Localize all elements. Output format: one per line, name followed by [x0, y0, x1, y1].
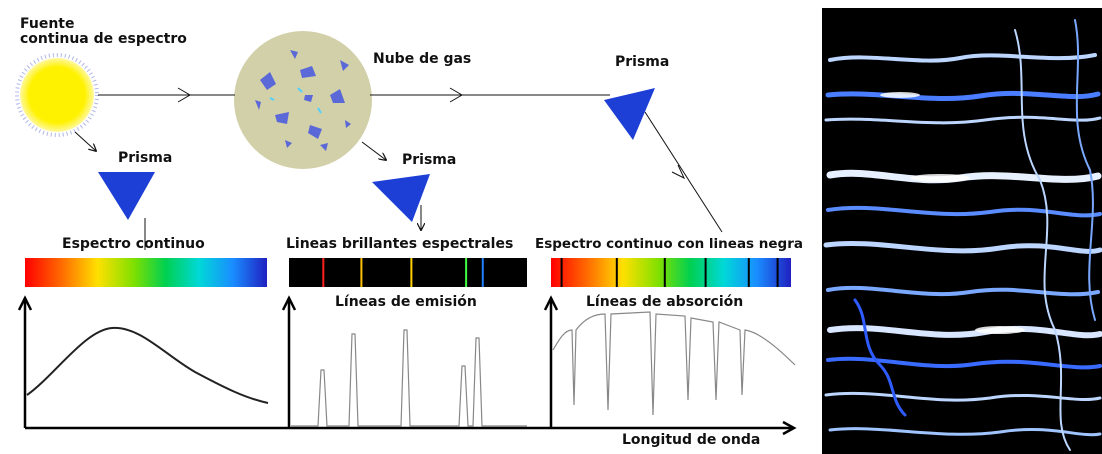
- prism-label-left: Prisma: [118, 150, 173, 166]
- prism-label-right: Prisma: [615, 54, 670, 70]
- absorption-line: [615, 258, 618, 287]
- absorption-line: [663, 258, 666, 287]
- prism-right-icon: [604, 88, 655, 140]
- x-axis-label: Longitud de onda: [622, 432, 761, 448]
- absorption-spectrum-label: Espectro continuo con lineas negra: [535, 237, 803, 252]
- absorption-line: [776, 258, 779, 287]
- source-label-line2: continua de espectro: [20, 31, 187, 47]
- emission-spectrum-strip: [289, 258, 527, 287]
- absorption-line: [560, 258, 563, 287]
- gas-cloud-label: Nube de gas: [373, 51, 472, 67]
- absorption-line: [704, 258, 707, 287]
- prism-middle-icon: [372, 174, 430, 222]
- emission-line: [322, 258, 325, 287]
- continuous-spectrum-strip: [25, 258, 267, 287]
- emission-lines-label: Líneas de emisión: [335, 294, 477, 310]
- emission-line: [465, 258, 468, 287]
- sun-icon: [15, 53, 99, 137]
- light-trails-photo: [822, 8, 1102, 454]
- prism-label-middle: Prisma: [402, 152, 457, 168]
- source-label-line1: Fuente: [20, 16, 75, 32]
- emission-spectrum-label: Lineas brillantes espectrales: [286, 236, 514, 252]
- emission-curve: [291, 329, 527, 427]
- axes: [17, 295, 797, 436]
- absorption-line: [747, 258, 750, 287]
- absorption-curve: [552, 311, 796, 416]
- prism-left-icon: [98, 172, 155, 220]
- emission-line: [360, 258, 363, 287]
- continuous-curve: [26, 326, 269, 404]
- gas-cloud-icon: [234, 31, 372, 169]
- emission-line: [481, 258, 484, 287]
- continuous-spectrum-label: Espectro continuo: [62, 236, 205, 252]
- emission-line: [410, 258, 413, 287]
- absorption-lines-label: Líneas de absorción: [586, 294, 744, 310]
- absorption-spectrum-strip: [551, 258, 791, 287]
